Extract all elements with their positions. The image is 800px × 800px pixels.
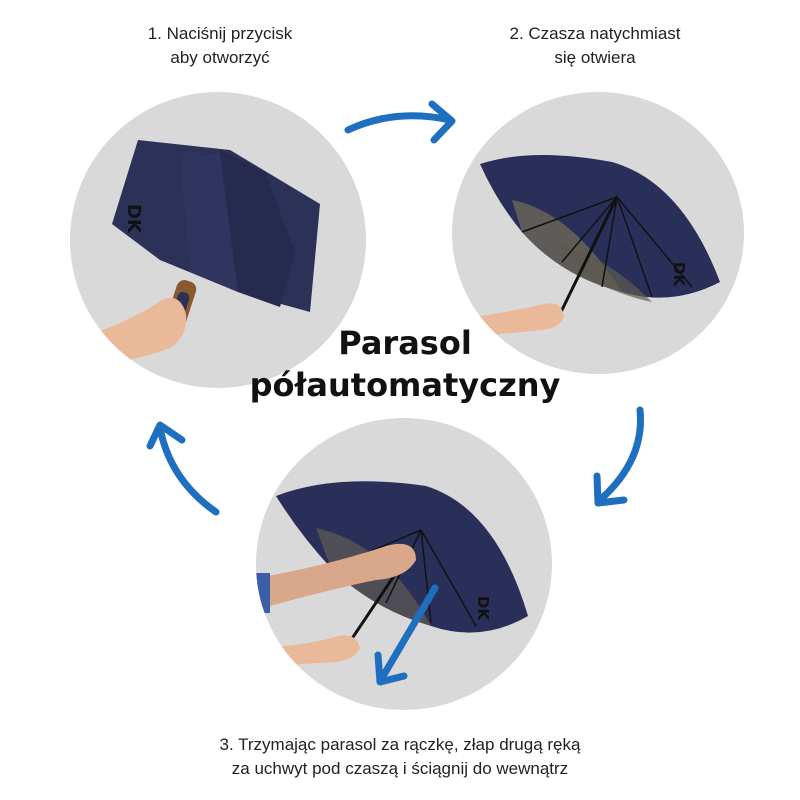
step-2-caption: 2. Czasza natychmiast się otwiera (475, 22, 715, 70)
brand-logo: DK (474, 596, 492, 621)
step-1-line-1: 1. Naciśnij przycisk (147, 24, 293, 43)
step-2-image: DK (452, 92, 744, 374)
pull-down-arrow-icon (374, 584, 439, 686)
closing-umbrella-illustration: DK (256, 481, 528, 668)
page-title: Parasol półautomatyczny (230, 322, 580, 406)
closed-umbrella-illustration: DK (70, 140, 320, 368)
title-line-2: półautomatyczny (249, 366, 561, 404)
arrow-up-left-icon (146, 421, 220, 516)
arrow-down-left-icon (593, 406, 644, 507)
open-umbrella-illustration: DK (452, 154, 720, 338)
step-2-line-2: się otwiera (554, 48, 636, 67)
arrow-right-icon (344, 100, 456, 144)
step-1-caption: 1. Naciśnij przycisk aby otworzyć (120, 22, 320, 70)
brand-logo: DK (123, 204, 144, 234)
title-line-1: Parasol (338, 324, 472, 362)
step-2-line-1: 2. Czasza natychmiast (509, 24, 681, 43)
step-3-image: DK (256, 418, 552, 710)
step-3-caption: 3. Trzymając parasol za rączkę, złap dru… (130, 733, 670, 781)
step-1-image: DK (70, 92, 366, 388)
step-3-line-2: za uchwyt pod czaszą i ściągnij do wewną… (231, 759, 569, 778)
step-1-line-2: aby otworzyć (170, 48, 270, 67)
brand-logo: DK (670, 262, 688, 287)
step-3-line-1: 3. Trzymając parasol za rączkę, złap dru… (219, 735, 581, 754)
